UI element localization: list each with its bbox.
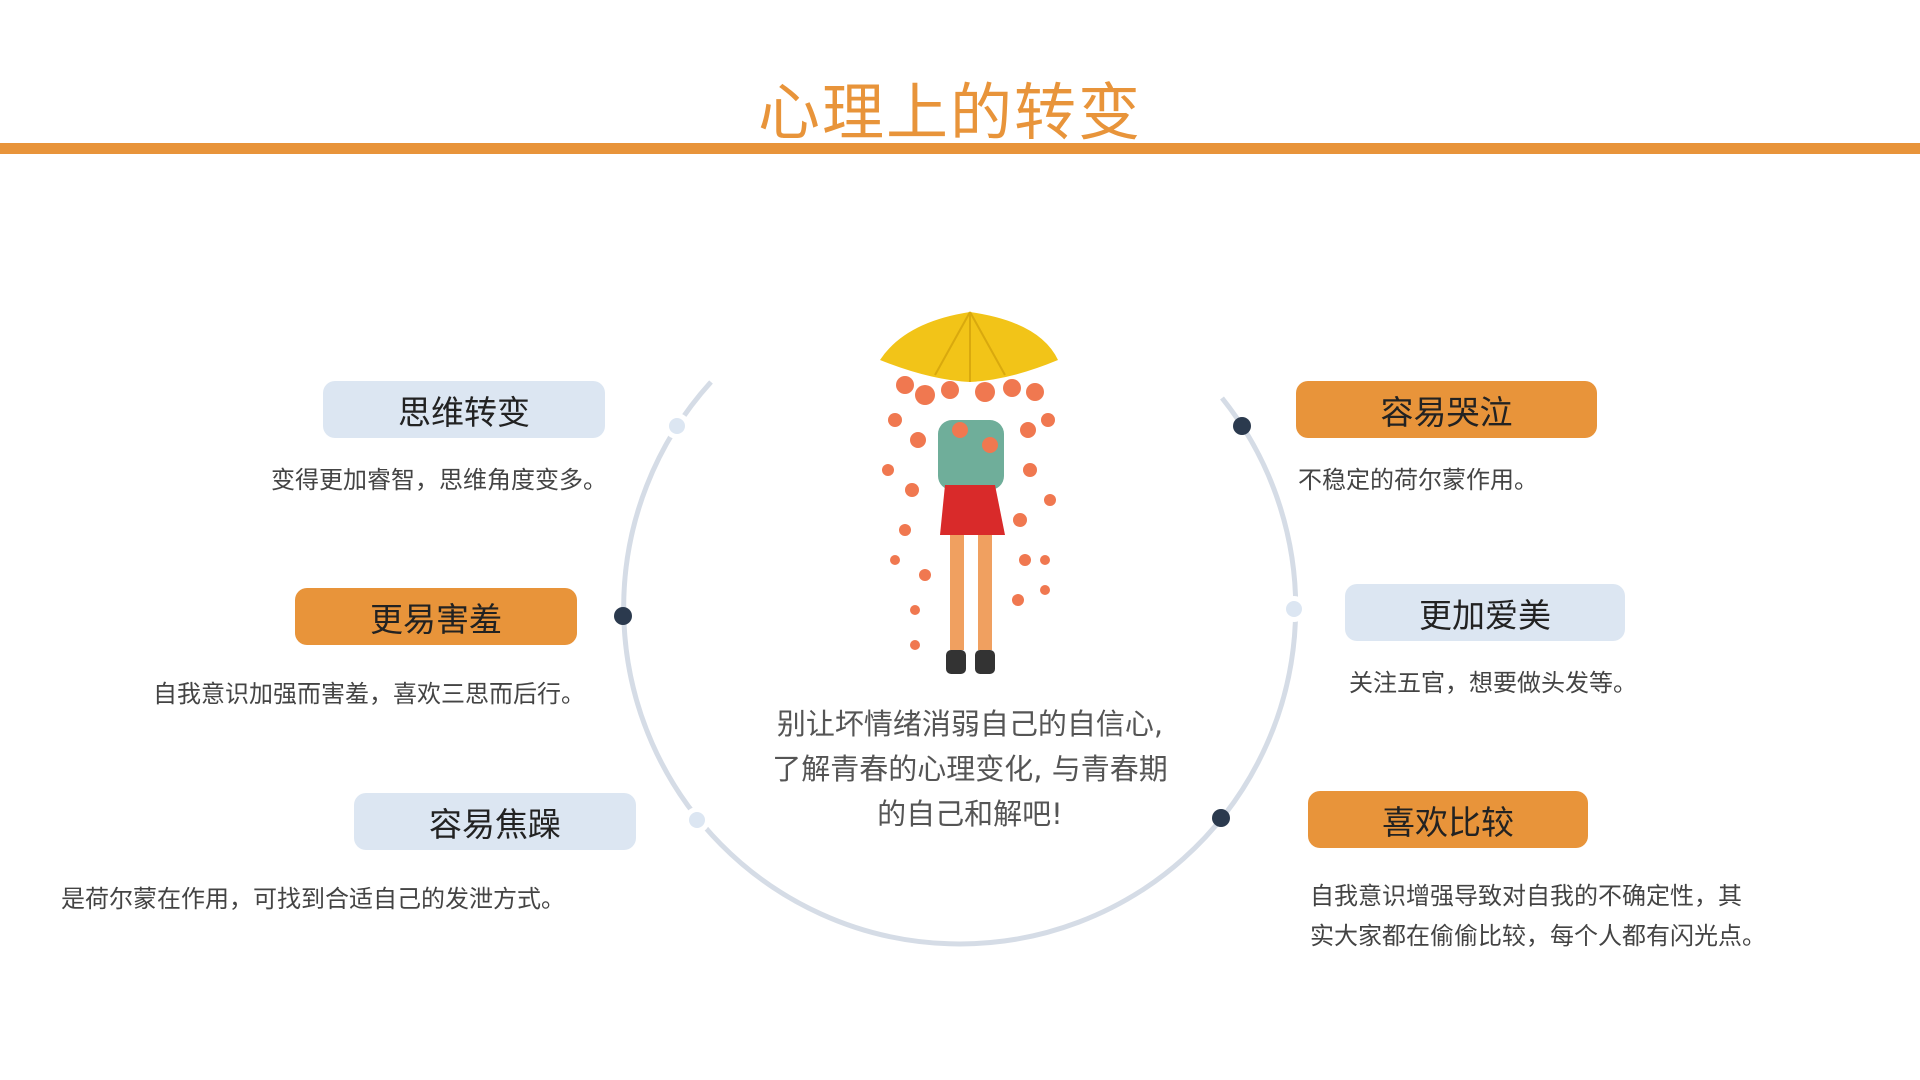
topic-pill-compare: 喜欢比较	[1308, 791, 1588, 848]
girl-umbrella-illustration	[880, 303, 1058, 674]
topic-pill-shy: 更易害羞	[295, 588, 577, 645]
dot-light	[689, 812, 705, 828]
topic-pill-crying: 容易哭泣	[1296, 381, 1597, 438]
dot-light	[1286, 601, 1302, 617]
topic-pill-beauty: 更加爱美	[1345, 584, 1625, 641]
topic-desc: 是荷尔蒙在作用，可找到合适自己的发泄方式。	[61, 885, 565, 913]
title-divider	[0, 143, 1920, 154]
topic-desc-line: 实大家都在偷偷比较，每个人都有闪光点。	[1310, 922, 1766, 950]
center-message-line: 别让坏情绪消弱自己的自信心,	[776, 707, 1164, 741]
center-message-line: 的自己和解吧!	[877, 797, 1063, 831]
dot-dark	[1212, 809, 1230, 827]
topic-desc: 变得更加睿智，思维角度变多。	[271, 466, 607, 494]
dot-dark	[614, 607, 632, 625]
topic-pill-anxious: 容易焦躁	[354, 793, 636, 850]
topic-desc: 关注五官，想要做头发等。	[1349, 669, 1637, 697]
center-message: 别让坏情绪消弱自己的自信心, 了解青春的心理变化, 与青春期 的自己和解吧!	[700, 702, 1240, 837]
topic-pill-thinking: 思维转变	[323, 381, 605, 438]
topic-desc: 自我意识增强导致对自我的不确定性，其 实大家都在偷偷比较，每个人都有闪光点。	[1310, 876, 1766, 956]
topic-desc-line: 自我意识增强导致对自我的不确定性，其	[1310, 882, 1742, 910]
center-message-line: 了解青春的心理变化, 与青春期	[772, 752, 1168, 786]
page-title: 心理上的转变	[757, 76, 1142, 149]
dot-light	[669, 418, 685, 434]
dot-dark	[1233, 417, 1251, 435]
circle-arc	[621, 380, 1299, 947]
topic-desc: 自我意识加强而害羞，喜欢三思而后行。	[153, 680, 585, 708]
topic-desc: 不稳定的荷尔蒙作用。	[1298, 466, 1538, 494]
